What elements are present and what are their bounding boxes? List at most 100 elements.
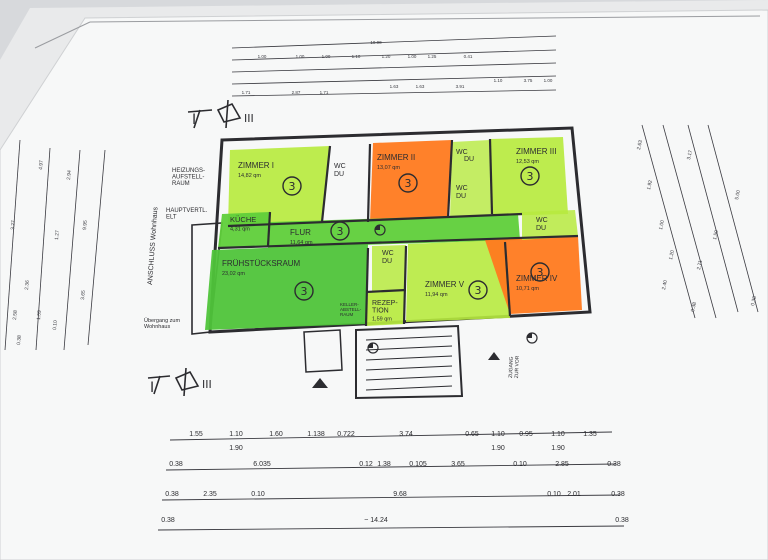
bath-fill: [522, 210, 578, 240]
dimension-value: 0.10: [513, 461, 527, 468]
bath-fill: [372, 245, 406, 292]
occupancy-badge-number: 3: [527, 170, 534, 183]
dimension-value: 0.38: [165, 491, 179, 498]
dimension-value: 1.59: [36, 310, 43, 320]
dimension-value: 3.65: [451, 461, 465, 468]
room-name: ZIMMER II: [377, 153, 415, 162]
dimension-value: 9.68: [393, 491, 407, 498]
dimension-value: 1.00: [408, 54, 417, 59]
dimension-value: 6.035: [253, 461, 271, 468]
occupancy-badge: [520, 166, 540, 186]
section-label-left-top: I: [192, 112, 196, 128]
annex-outline: [191, 222, 223, 335]
dimension-value: 1.90: [229, 445, 243, 452]
occupancy-badge: [330, 221, 350, 241]
dimension-value: 2.58: [12, 310, 19, 320]
room-zimmer-3-fill: [490, 137, 568, 216]
dimension-value: 3.74: [399, 431, 413, 438]
dimension-value: 2.94: [66, 170, 73, 180]
dimension-value: 2.71: [696, 259, 704, 270]
level-marker-icon: [526, 332, 538, 344]
sheet-border-line: [34, 21, 91, 49]
bath-label: DU: [464, 156, 474, 163]
bath-label: DU: [334, 171, 344, 178]
bath-label: DU: [382, 258, 392, 265]
left-dimension-chain: [4, 139, 106, 351]
dimension-value: 1.00: [658, 219, 666, 230]
dimension-value: 1.63: [390, 84, 399, 89]
stairs: [355, 324, 464, 400]
dimension-value: 1.10: [229, 431, 243, 438]
dimension-value: 0.38: [611, 491, 625, 498]
room-zimmer1: ZIMMER I 14,82 qm 3: [238, 161, 302, 196]
bath-fill: [450, 140, 492, 218]
dimension-value: 3.17: [686, 149, 694, 160]
dimension-value: 1.35: [583, 431, 597, 438]
dimension-value: 1.71: [320, 90, 329, 95]
section-mark-bottom: [147, 367, 200, 397]
dimension-value: 1.38: [377, 461, 391, 468]
dimension-value: 1.00: [322, 54, 331, 59]
occupancy-badge: [398, 173, 418, 193]
room-zimmer-1-fill: [228, 146, 330, 226]
north-arrow: [312, 378, 328, 388]
room-area: 11,94 qm: [425, 292, 448, 298]
dimension-value: 0.12: [359, 461, 373, 468]
dimension-value: 1.50: [712, 229, 720, 240]
room-kueche: KÜCHE 4,31 qm: [230, 215, 256, 232]
occupancy-badge-number: 3: [405, 177, 412, 190]
room-area: 13,07 qm: [377, 165, 400, 171]
bath-label: DU: [536, 225, 546, 232]
room-area: 11,64 qm: [290, 240, 313, 246]
dimension-value: 5.00: [734, 189, 742, 200]
zugang-label: ZUGANGZUR VOR: [508, 355, 521, 378]
occupancy-badge-number: 3: [475, 284, 482, 297]
section-label-left-bottom: I: [150, 380, 154, 396]
dimension-value: 0.38: [750, 295, 758, 306]
dimension-value: 2.85: [555, 461, 569, 468]
bath-label: WC: [536, 217, 548, 224]
dimension-value: 0.38: [16, 335, 23, 345]
dimension-value: 1.00: [258, 54, 267, 59]
dimension-value: 0.105: [409, 461, 427, 468]
dimension-value: 0.10: [52, 320, 59, 330]
dimension-value: 2.40: [661, 279, 669, 290]
room-name: ZIMMER I: [238, 161, 274, 170]
occupancy-badge-number: 3: [289, 180, 296, 193]
occupancy-badge: [468, 280, 488, 300]
dimension-value: 1.10: [494, 78, 503, 83]
entrance-porch: [303, 329, 343, 373]
bath-label: WC: [456, 149, 468, 156]
room-area: 14,82 qm: [238, 173, 261, 179]
dimension-value: 1.60: [269, 431, 283, 438]
dimension-value: 0.41: [464, 54, 473, 59]
bath-label: DU: [456, 193, 466, 200]
dimension-value: 0.38: [169, 461, 183, 468]
dimension-value: 1.90: [491, 445, 505, 452]
dimension-value: 1.20: [668, 249, 676, 260]
hauptverteilung-label: HAUPTVERTL.ELT: [166, 208, 208, 221]
dimension-value: 0.95: [519, 431, 533, 438]
dimension-value: 1.92: [646, 179, 654, 190]
dimension-value: 10.00: [370, 40, 382, 45]
dimension-value: 1.71: [242, 90, 251, 95]
dimension-value: 0.65: [465, 431, 479, 438]
occupancy-badge: [530, 262, 550, 282]
room-name: KÜCHE: [230, 215, 256, 224]
dimension-value: 2.63: [636, 139, 644, 150]
section-label-right-bottom: III: [202, 378, 212, 391]
north-arrow: [488, 352, 500, 360]
room-zimmer-2-fill: [370, 140, 452, 222]
room-area: 4,31 qm: [230, 226, 250, 232]
room-name: FRÜHSTÜCKSRAUM: [222, 259, 301, 268]
dimension-value: 3.65: [80, 290, 87, 300]
dimension-value: 1.20: [382, 54, 391, 59]
room-name: REZEP-TION: [372, 300, 398, 315]
level-marker-icon: [374, 224, 386, 236]
dimension-value: 1.10: [352, 54, 361, 59]
